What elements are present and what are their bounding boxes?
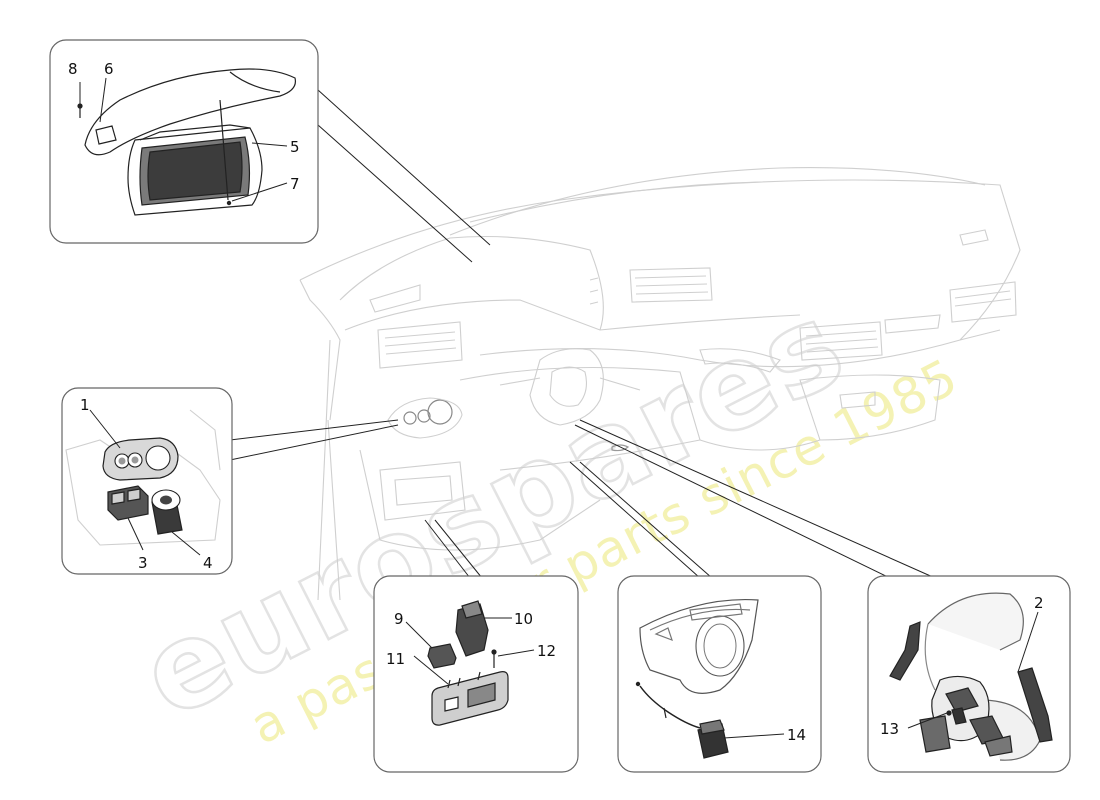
leader-lines [229, 89, 936, 579]
dashboard-outline [299, 167, 1021, 601]
panel-steering-wheel: 2 13 [867, 575, 1071, 773]
callout-7: 7 [290, 175, 300, 193]
callout-4: 4 [203, 554, 213, 572]
panel-lower-switches: 9 10 11 12 [373, 575, 579, 773]
callout-14: 14 [787, 726, 806, 744]
callout-1: 1 [80, 396, 90, 414]
panel-steering-column: 14 [617, 575, 822, 773]
callout-8: 8 [68, 60, 78, 78]
callout-13: 13 [880, 720, 899, 738]
callout-9: 9 [394, 610, 404, 628]
callout-5: 5 [290, 138, 300, 156]
panel-instrument-cluster: 5 6 7 8 [49, 39, 319, 244]
callout-3: 3 [138, 554, 148, 572]
callout-2: 2 [1034, 594, 1044, 612]
callout-10: 10 [514, 610, 533, 628]
callout-12: 12 [537, 642, 556, 660]
callout-11: 11 [386, 650, 405, 668]
callout-6: 6 [104, 60, 114, 78]
panel-switch-cluster: 1 3 4 [61, 387, 233, 575]
